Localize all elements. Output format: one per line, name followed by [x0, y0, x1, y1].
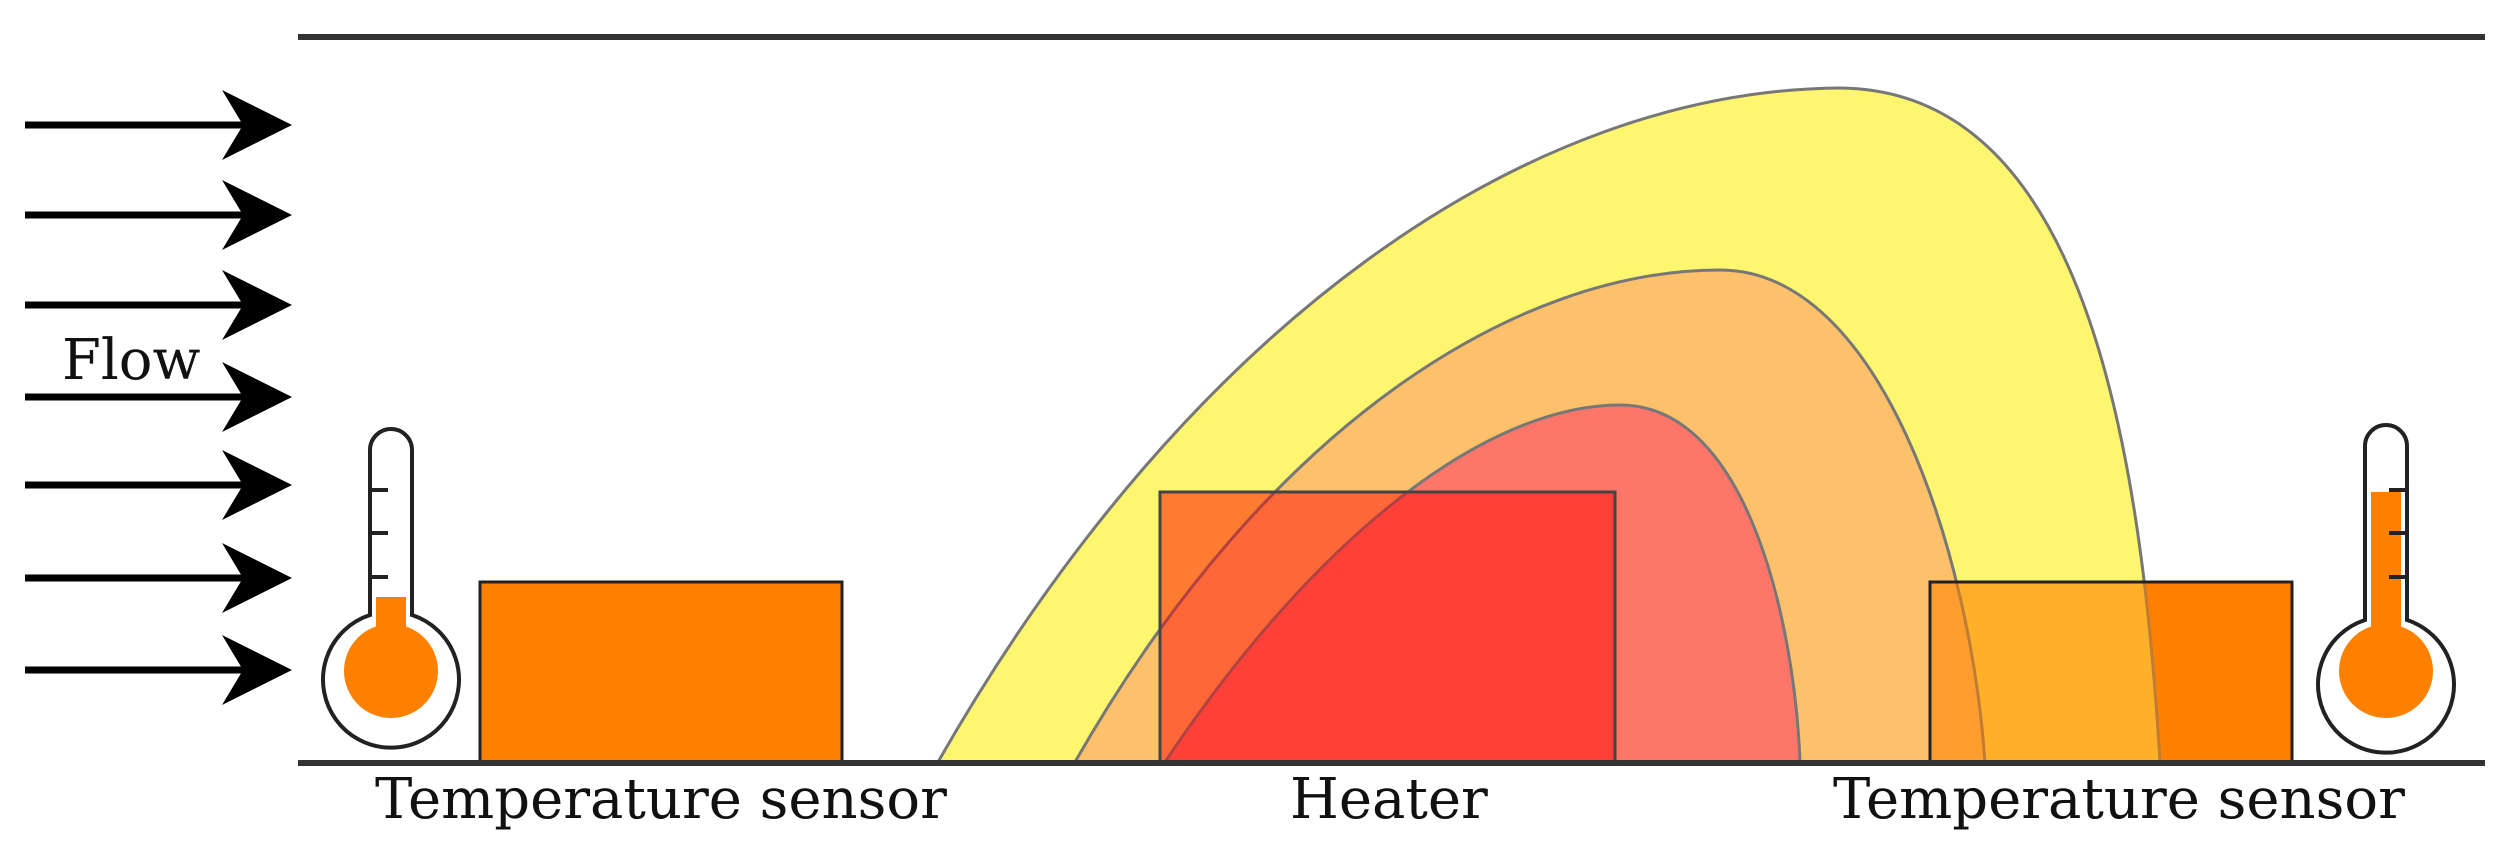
thermometer-bulb: [344, 624, 438, 718]
flow-arrows: [25, 90, 292, 705]
left-thermometer: [321, 427, 461, 750]
thermometer-column: [2371, 492, 2401, 670]
thermometer-column: [376, 597, 406, 670]
flow-label: Flow: [62, 328, 201, 393]
plume-inner: [1162, 403, 1802, 764]
left-sensor-label: Temperature sensor: [375, 767, 947, 832]
heater-label: Heater: [1290, 767, 1488, 832]
right-thermometer: [2316, 423, 2456, 755]
thermometer-bulb: [2339, 624, 2433, 718]
heater-overlay: [1158, 490, 1617, 764]
right-sensor-label: Temperature sensor: [1833, 767, 2405, 832]
left-sensor-block: [478, 580, 844, 764]
right-sensor-overlay: [1928, 580, 2294, 764]
